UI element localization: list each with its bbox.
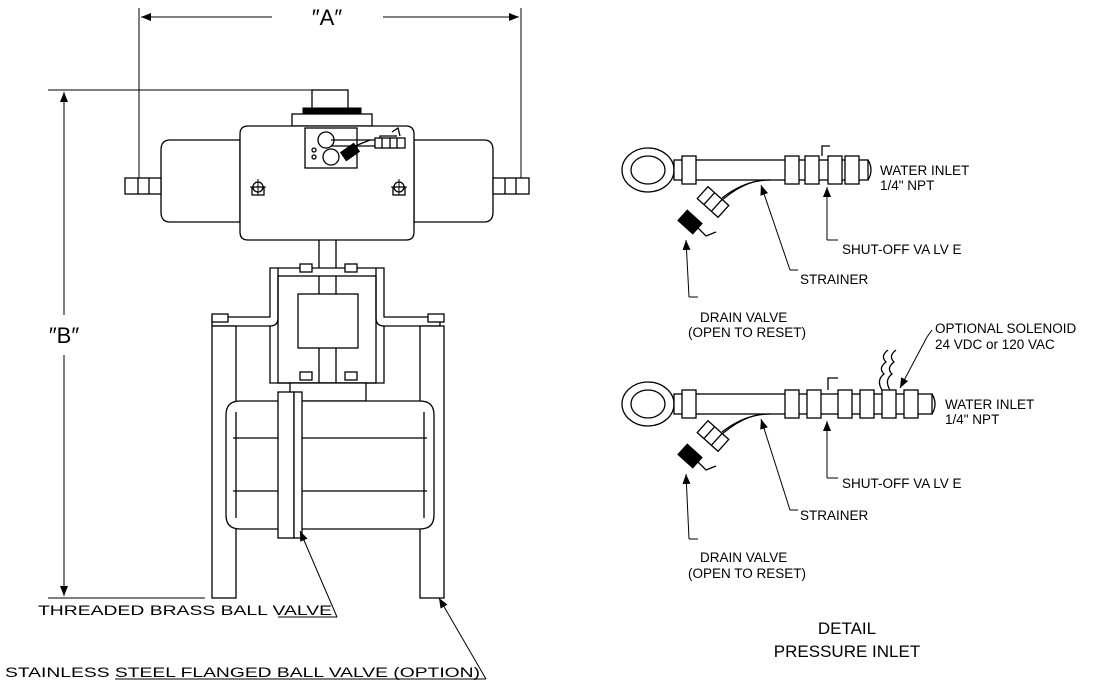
right-bolt (492, 177, 530, 195)
valve-body (225, 400, 435, 530)
detail-top-water-inlet-label: WATER INLET (880, 163, 969, 178)
detail-top-leaders (682, 184, 838, 298)
detail-bottom-drain-label-2: (OPEN TO RESET) (688, 566, 806, 581)
main-leaders (115, 530, 487, 680)
detail-bottom-solenoid-label-2: 24 VDC or 120 VAC (935, 337, 1055, 352)
detail-bottom-npt-label: 1/4" NPT (945, 412, 999, 427)
detail-top-strainer-label: STRAINER (800, 272, 869, 287)
left-end-cap (160, 139, 241, 223)
actuator (124, 89, 530, 241)
brass-ball-valve-label: THREADED BRASS BALL VALVE (38, 603, 332, 618)
detail-bottom-strainer-label: STRAINER (800, 508, 869, 523)
dimension-a-label: ″A″ (312, 5, 342, 30)
detail-bottom-shutoff-label: SHUT-OFF VA LV E (842, 476, 962, 491)
mounting-bracket (211, 240, 445, 384)
dimension-b: ″B″ (48, 89, 330, 599)
ball-valve (225, 382, 435, 539)
dimension-a: ″A″ (138, 5, 522, 185)
detail-top-shutoff-label: SHUT-OFF VA LV E (842, 242, 962, 257)
stainless-flanged-valve-label: STAINLESS STEEL FLANGED BALL VALVE (OPTI… (5, 665, 480, 680)
detail-bottom-water-inlet-label: WATER INLET (945, 397, 1034, 412)
detail-caption-line2: PRESSURE INLET (774, 642, 920, 661)
detail-top-drain-label-2: (OPEN TO RESET) (688, 325, 806, 340)
detail-top-drain-label-1: DRAIN VALVE (700, 310, 787, 325)
detail-bottom-assembly (621, 349, 936, 471)
detail-bottom-drain-label-1: DRAIN VALVE (700, 550, 787, 565)
actuator-stem (311, 89, 349, 111)
dimension-b-label: ″B″ (49, 323, 79, 348)
left-bolt (124, 177, 162, 195)
pressure-gauge-loop (621, 147, 675, 193)
detail-caption-line1: DETAIL (818, 619, 876, 638)
right-end-cap (413, 139, 494, 223)
actuator-body (239, 125, 415, 241)
detail-bottom-leaders (682, 329, 933, 540)
detail-bottom-solenoid-label-1: OPTIONAL SOLENOID (935, 321, 1077, 336)
detail-top-npt-label: 1/4" NPT (880, 178, 934, 193)
detail-top-assembly (621, 145, 872, 237)
pressure-gauge-loop-2 (621, 381, 675, 427)
